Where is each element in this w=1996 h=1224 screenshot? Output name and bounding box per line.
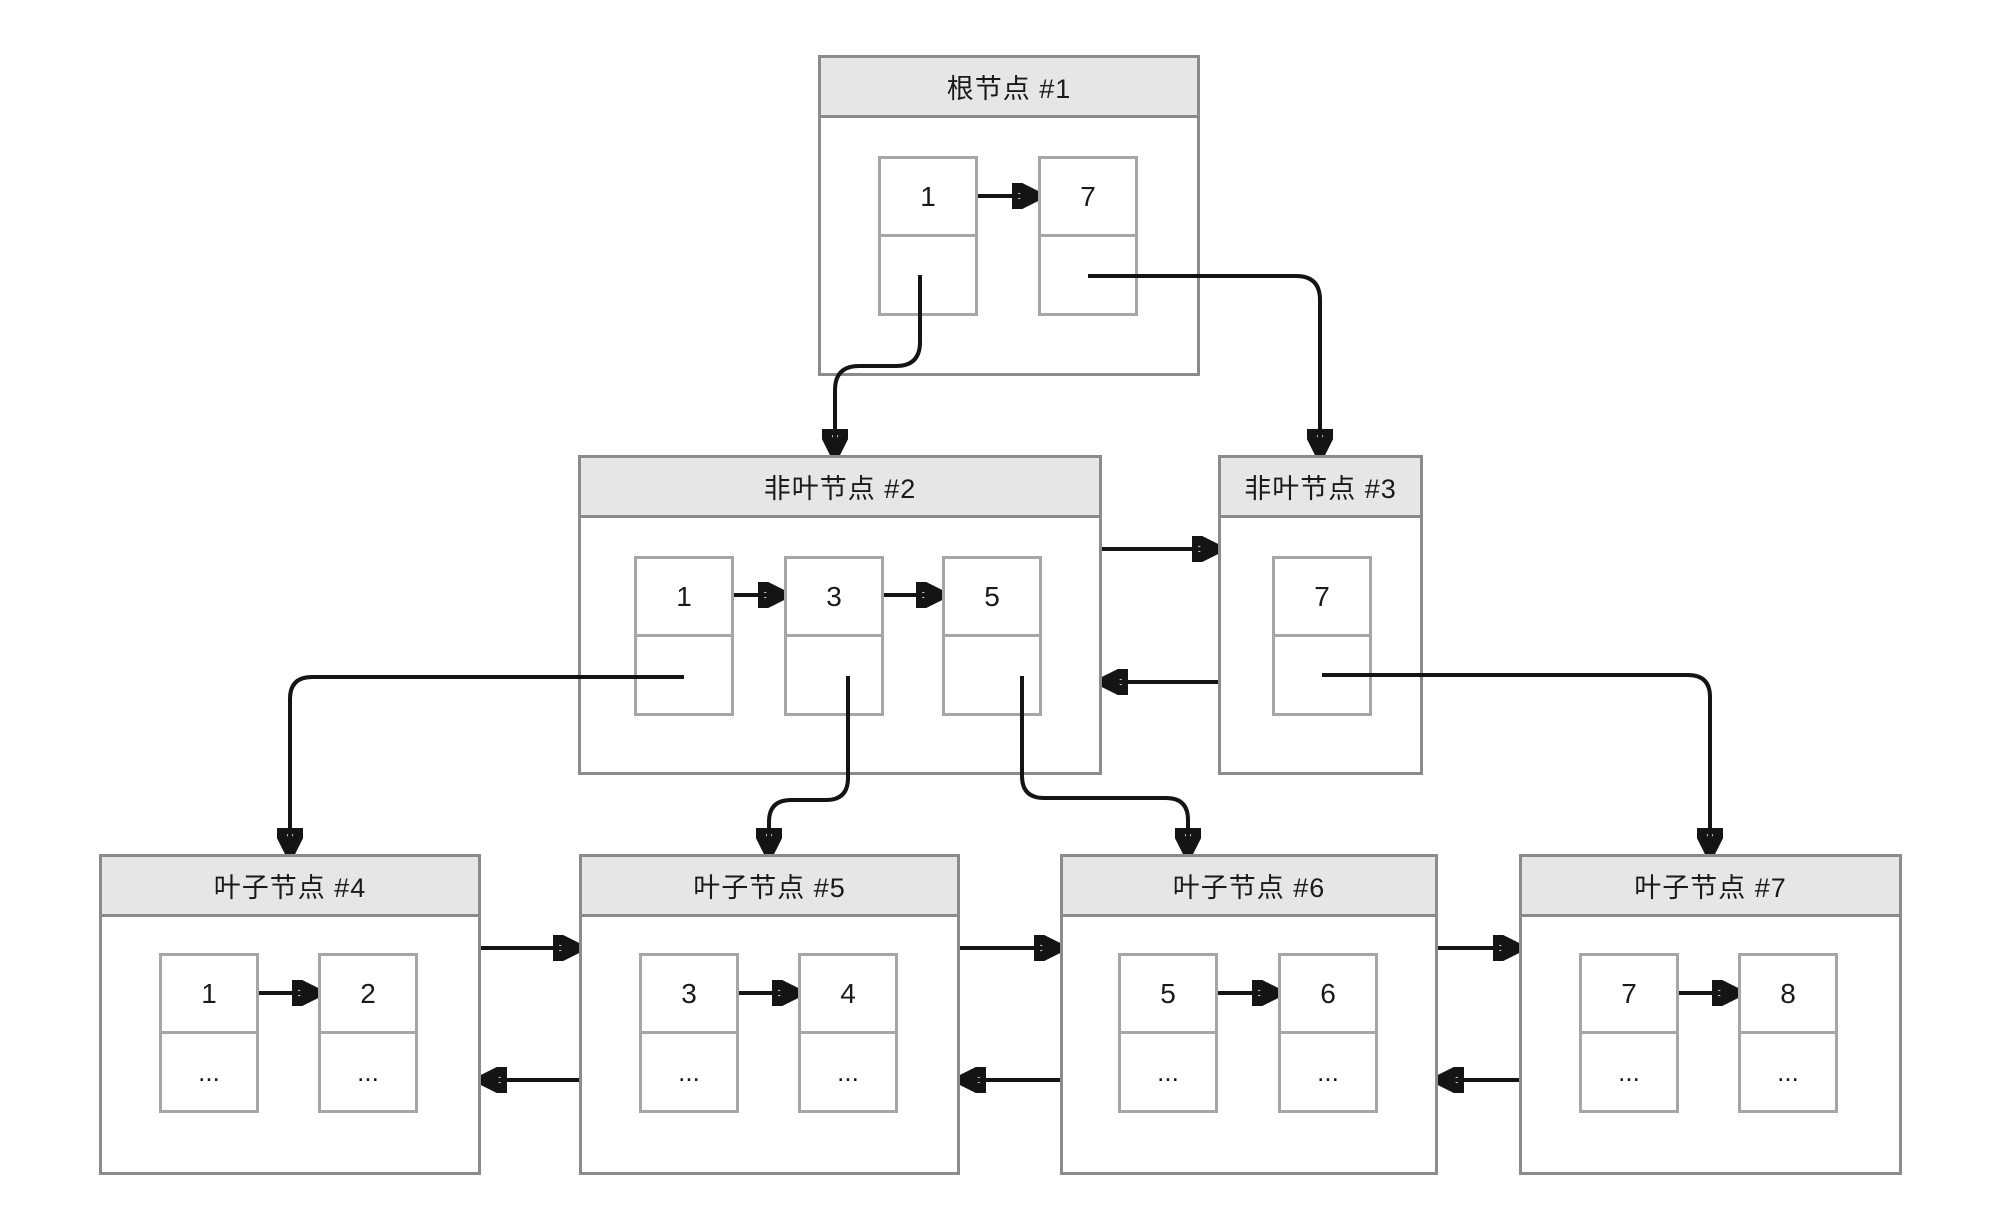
pointer-slot: ... [1777,1056,1799,1087]
key-value: 1 [881,159,975,237]
key-value: 7 [1275,559,1369,637]
node-title-label: 叶子节点 #6 [1172,873,1326,903]
node-title-label: 非叶节点 #3 [1244,474,1397,504]
key-pointer-cell: 7 ... [1579,953,1679,1113]
pointer-slot [1275,637,1369,713]
node-title-label: 叶子节点 #4 [213,873,367,903]
key-pointer-cell: 1 ... [159,953,259,1113]
key-pointer-cell: 8 ... [1738,953,1838,1113]
pointer-slot: ... [837,1056,859,1087]
pointer-slot: ... [198,1056,220,1087]
key-value: 1 [162,956,256,1034]
key-value: 5 [1121,956,1215,1034]
key-value: 7 [1582,956,1676,1034]
node-title-label: 叶子节点 #5 [693,873,846,903]
node-internal-3: 非叶节点 #3 7 [1218,455,1423,775]
key-pointer-cell: 6 ... [1278,953,1378,1113]
key-value: 5 [945,559,1039,637]
node-title: 非叶节点 #3 [1221,458,1420,518]
key-value: 3 [787,559,881,637]
node-title: 非叶节点 #2 [581,458,1099,518]
key-pointer-cell: 2 ... [318,953,418,1113]
key-value: 2 [321,956,415,1034]
key-value: 3 [642,956,736,1034]
node-root-1: 根节点 #1 1 7 [818,55,1200,376]
key-value: 1 [637,559,731,637]
pointer-slot [637,637,731,713]
node-internal-2: 非叶节点 #2 1 3 5 [578,455,1102,775]
key-pointer-cell: 5 [942,556,1042,716]
key-pointer-cell: 3 [784,556,884,716]
node-leaf-5: 叶子节点 #5 3 ... 4 ... [579,854,960,1175]
key-pointer-cell: 1 [634,556,734,716]
pointer-slot: ... [357,1056,379,1087]
key-value: 8 [1741,956,1835,1034]
node-title-label: 根节点 #1 [946,74,1072,104]
key-pointer-cell: 7 [1272,556,1372,716]
pointer-slot: ... [1618,1056,1640,1087]
key-value: 7 [1041,159,1135,237]
node-leaf-4: 叶子节点 #4 1 ... 2 ... [99,854,481,1175]
key-pointer-cell: 7 [1038,156,1138,316]
key-value: 6 [1281,956,1375,1034]
key-pointer-cell: 4 ... [798,953,898,1113]
pointer-slot: ... [1157,1056,1179,1087]
key-pointer-cell: 1 [878,156,978,316]
node-title: 叶子节点 #4 [102,857,478,917]
pointer-slot [1041,237,1135,313]
node-title: 叶子节点 #7 [1522,857,1899,917]
pointer-slot: ... [678,1056,700,1087]
node-title: 叶子节点 #6 [1063,857,1435,917]
key-pointer-cell: 5 ... [1118,953,1218,1113]
pointer-slot [945,637,1039,713]
pointer-slot: ... [1317,1056,1339,1087]
node-leaf-7: 叶子节点 #7 7 ... 8 ... [1519,854,1902,1175]
node-leaf-6: 叶子节点 #6 5 ... 6 ... [1060,854,1438,1175]
pointer-slot [881,237,975,313]
pointer-slot [787,637,881,713]
node-title: 根节点 #1 [821,58,1197,118]
key-value: 4 [801,956,895,1034]
key-pointer-cell: 3 ... [639,953,739,1113]
node-title-label: 叶子节点 #7 [1634,873,1787,903]
node-title: 叶子节点 #5 [582,857,957,917]
node-title-label: 非叶节点 #2 [763,474,917,504]
